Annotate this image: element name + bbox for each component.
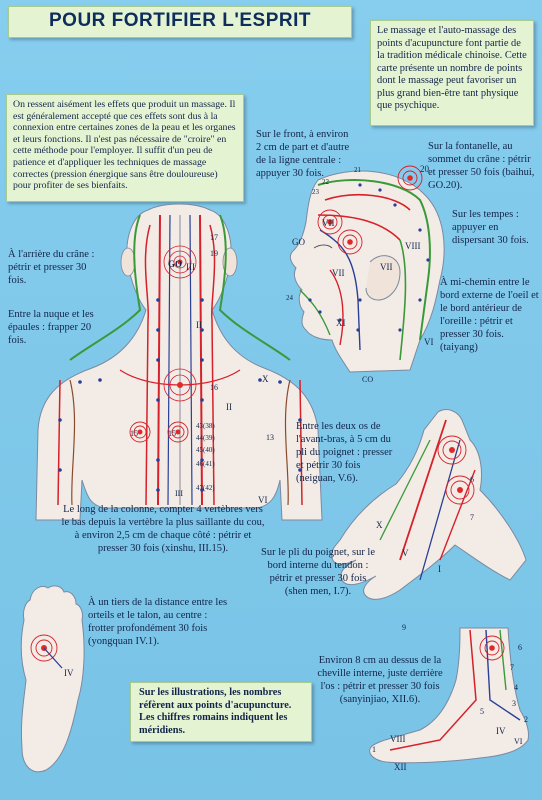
ankle-figure: 6 7 2 3 4 5 IV VIII XII 1 VI — [369, 627, 529, 772]
back-figure: GO III II X II VI 15 15 43(38) 44(39) 45… — [35, 203, 323, 521]
label-iii-spine: III — [175, 489, 183, 498]
label-5-foot: 5 — [480, 707, 484, 716]
label-co-head: CO — [362, 375, 373, 384]
note-arriere-crane: À l'arrière du crâne : pétrir et presser… — [8, 249, 95, 286]
label-6-foot: 6 — [518, 643, 522, 652]
legend-box: Sur les illustrations, les nombres réfèr… — [130, 682, 312, 742]
label-iv-foot: IV — [496, 726, 506, 736]
page-title: POUR FORTIFIER L'ESPRIT — [49, 10, 311, 31]
label-4-foot: 4 — [514, 683, 518, 692]
label-vi-head: VI — [424, 337, 434, 347]
note-taiyang: À mi-chemin entre le bord externe de l'o… — [440, 277, 539, 353]
title-box: POUR FORTIFIER L'ESPRIT — [8, 6, 352, 38]
label-1-foot: 1 — [372, 745, 376, 754]
note-front: Sur le front, à environ 2 cm de part et … — [256, 129, 350, 179]
sole-figure: IV — [20, 585, 85, 773]
label-7-hand: 7 — [470, 513, 474, 522]
label-13-back: 13 — [266, 433, 274, 442]
label-x-shoulder: X — [262, 374, 269, 384]
label-45: 45(40) — [196, 446, 215, 454]
label-23-head: 23 — [312, 188, 320, 196]
label-16-back: 16 — [210, 383, 218, 392]
label-iv-sole: IV — [64, 668, 74, 678]
label-7-foot: 7 — [510, 663, 514, 672]
label-xii-foot: XII — [394, 762, 407, 772]
label-19-back: 19 — [210, 249, 218, 258]
label-go-back: GO — [168, 259, 182, 269]
label-17-back: 17 — [210, 233, 218, 242]
note-neiguan: Entre les deux os de l'avant-bras, à 5 c… — [296, 421, 393, 484]
label-24-head: 24 — [286, 294, 294, 302]
head-figure: 20 21 22 23 GO VII VII XI VIII VI CO VII… — [286, 164, 445, 384]
label-22-head: 22 — [322, 178, 330, 186]
label-go-head: GO — [292, 237, 305, 247]
label-15-left: 15 — [130, 429, 138, 438]
note-sanyinjiao: Environ 8 cm au dessus de la cheville in… — [317, 655, 443, 705]
note-nuque: Entre la nuque et les épaules : frapper … — [8, 309, 94, 346]
note-fontanelle: Sur la fontanelle, au sommet du crâne : … — [428, 141, 535, 191]
label-2-foot: 2 — [524, 715, 528, 724]
note-xinshu: Le long de la colonne, compter 4 vertèbr… — [61, 504, 265, 554]
label-iii-head: III — [186, 262, 195, 272]
label-21-head: 21 — [354, 166, 362, 174]
hand-figure: X V I 6 7 9 — [331, 409, 527, 632]
label-ii-back: II — [226, 402, 232, 412]
effects-box: On ressent aisément les effets que produ… — [6, 94, 244, 202]
label-ii-neck: II — [196, 320, 202, 330]
label-viii-foot: VIII — [390, 734, 406, 744]
label-vii-ear: VII — [380, 262, 393, 272]
label-v-hand: V — [402, 548, 409, 558]
label-20-head: 20 — [420, 164, 430, 174]
label-xi-head: XI — [336, 318, 346, 328]
label-vi-back: VI — [258, 495, 268, 505]
note-shenmen: Sur le pli du poignet, sur le bord inter… — [260, 547, 376, 597]
label-x-hand: X — [376, 520, 383, 530]
label-43: 43(38) — [196, 422, 215, 430]
label-i-hand: I — [438, 564, 441, 574]
label-44: 44(39) — [196, 434, 215, 442]
label-46: 46(41) — [196, 460, 215, 468]
label-vii-cheek: VII — [332, 268, 345, 278]
label-6-hand: 6 — [470, 475, 474, 484]
note-tempes: Sur les tempes : appuyer en dispersant 3… — [452, 209, 529, 246]
label-vii-head: VII — [322, 218, 335, 228]
label-9-hand: 9 — [402, 623, 406, 632]
note-yongquan: À un tiers de la distance entre les orte… — [88, 597, 228, 647]
label-viii-head: VIII — [405, 241, 421, 251]
intro-box: Le massage et l'auto-massage des points … — [370, 20, 534, 126]
label-47: 47(42) — [196, 484, 215, 492]
label-vi-foot: VI — [514, 737, 523, 746]
label-3-foot: 3 — [512, 699, 516, 708]
label-15-right: 15 — [168, 429, 176, 438]
